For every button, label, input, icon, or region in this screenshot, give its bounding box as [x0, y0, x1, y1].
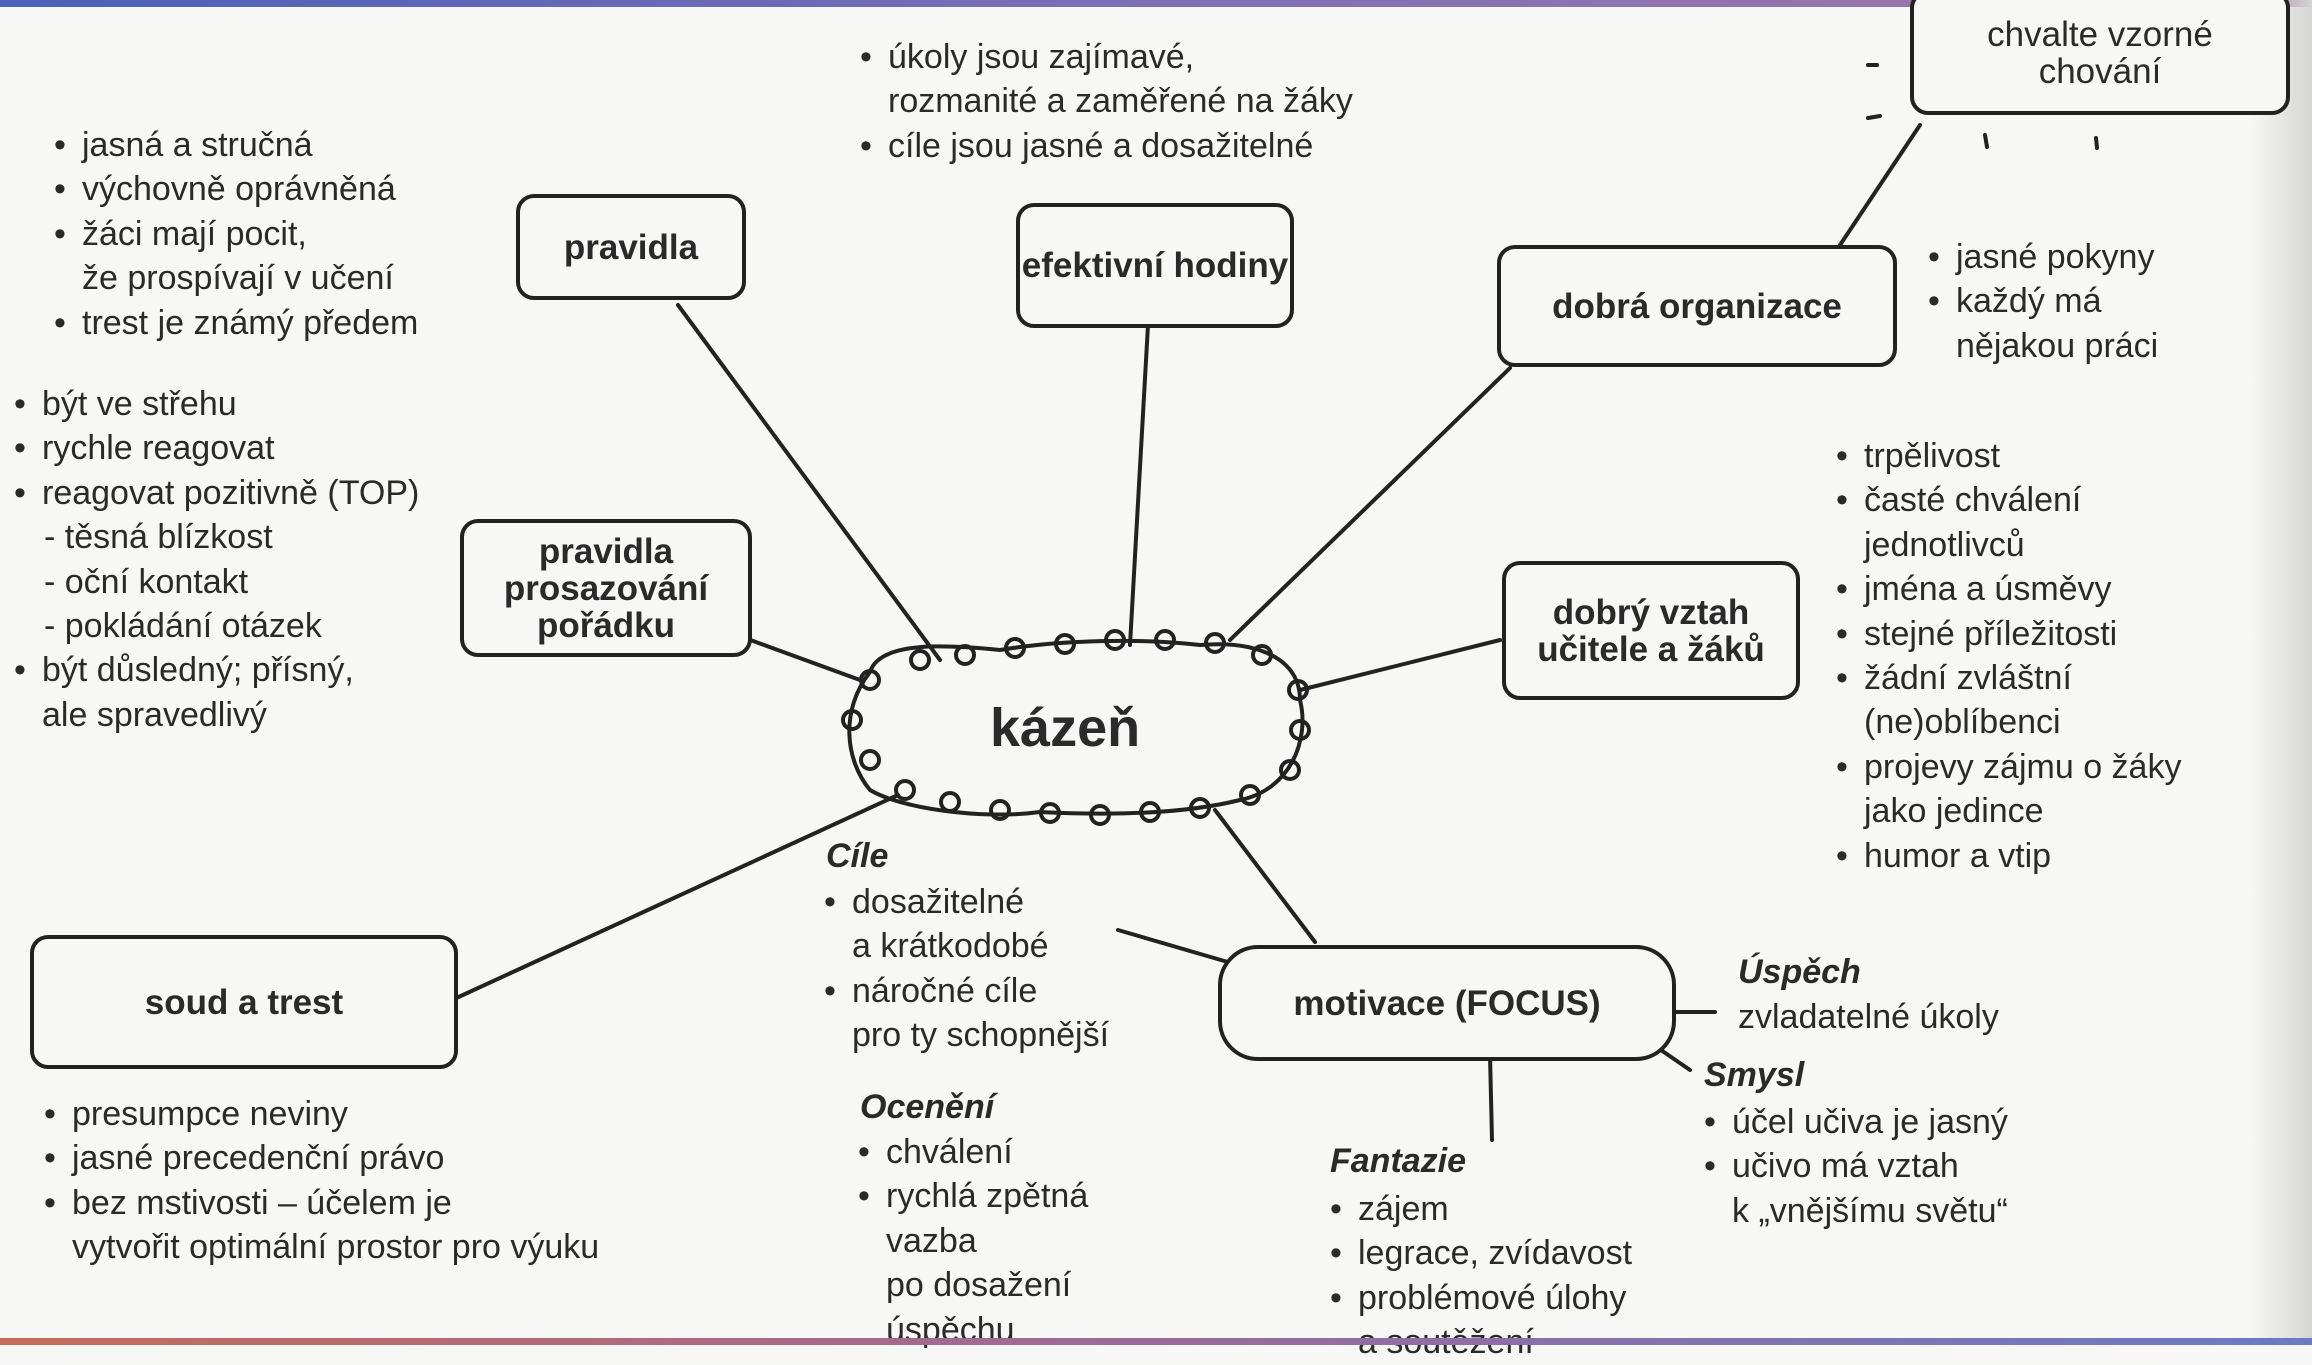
hodiny-list: úkoly jsou zajímavé, rozmanité a zaměřen… [860, 35, 1353, 169]
list-item: účel učiva je jasný [1704, 1100, 2008, 1145]
oceneni-list: chválení rychlá zpětná vazba po dosažení… [858, 1130, 1088, 1352]
poradek-list: být ve střehu rychle reagovat reagovat p… [14, 382, 419, 737]
list-item: - těsná blízkost [44, 518, 273, 557]
top-border [0, 0, 2312, 7]
node-motivace-focus: motivace (FOCUS) [1218, 945, 1676, 1061]
vztah-list: trpělivost časté chválení jednotlivců jm… [1836, 434, 2181, 878]
list-item: trpělivost [1836, 434, 2181, 479]
list-item: být důsledný; přísný, [14, 648, 419, 693]
fantazie-heading: Fantazie [1330, 1142, 1467, 1180]
node-dobra-organizace: dobrá organizace [1497, 245, 1897, 367]
list-item: jasné precedenční právo [44, 1136, 599, 1181]
soud-list: presumpce neviny jasné precedenční právo… [44, 1092, 599, 1270]
list-item: žáci mají pocit, [54, 212, 418, 257]
node-efektivni-hodiny: efektivní hodiny [1016, 203, 1294, 328]
list-item: (ne)oblíbenci [1864, 703, 2061, 742]
center-cloud-curls [841, 629, 1311, 826]
pravidla-list: jasná a stručná výchovně oprávněná žáci … [54, 123, 418, 345]
list-item: presumpce neviny [44, 1092, 599, 1137]
list-item: učivo má vztah [1704, 1144, 2008, 1189]
list-item: jasná a stručná [54, 123, 418, 168]
list-item: žádní zvláštní [1836, 656, 2181, 701]
list-item: vytvořit optimální prostor pro výuku [72, 1228, 600, 1267]
list-item: rozmanité a zaměřené na žáky [888, 82, 1353, 121]
list-item: pro ty schopnější [852, 1016, 1110, 1055]
list-item: chválení [858, 1130, 1088, 1175]
list-item: rychle reagovat [14, 426, 419, 471]
list-item: legrace, zvídavost [1330, 1231, 1632, 1276]
node-chvalte-vzorne-chovani: chvalte vzorné chování [1910, 0, 2290, 115]
list-item: humor a vtip [1836, 834, 2181, 879]
list-item: jednotlivců [1864, 525, 2025, 564]
list-item: náročné cíle [824, 969, 1109, 1014]
node-pravidla: pravidla [516, 194, 746, 300]
list-item: že prospívají v učení [82, 259, 394, 298]
cile-heading: Cíle [826, 837, 889, 875]
list-item: ale spravedlivý [42, 695, 267, 734]
list-item: reagovat pozitivně (TOP) [14, 471, 419, 516]
list-item: zájem [1330, 1187, 1632, 1232]
list-item: stejné příležitosti [1836, 612, 2181, 657]
list-item: cíle jsou jasné a dosažitelné [860, 124, 1353, 169]
center-label: kázeň [990, 698, 1141, 758]
list-item: vazba [886, 1221, 977, 1260]
node-pravidla-prosazovani-poradku: pravidla prosazování pořádku [460, 519, 752, 657]
node-dobry-vztah: dobrý vztah učitele a žáků [1502, 561, 1800, 700]
list-item: rychlá zpětná [858, 1174, 1088, 1219]
uspech-heading: Úspěch [1738, 953, 1861, 991]
list-item: problémové úlohy [1330, 1276, 1632, 1321]
list-item: jména a úsměvy [1836, 567, 2181, 612]
list-item: výchovně oprávněná [54, 167, 418, 212]
list-item: úspěchu [886, 1310, 1015, 1349]
list-item: časté chválení [1836, 478, 2181, 523]
bottom-border [0, 1338, 2312, 1345]
cile-list: dosažitelné a krátkodobé náročné cíle pr… [824, 880, 1109, 1058]
list-item: jasné pokyny [1928, 235, 2158, 280]
list-item: a krátkodobé [852, 927, 1049, 966]
list-item: - pokládání otázek [44, 607, 322, 646]
list-item: být ve střehu [14, 382, 419, 427]
list-item: po dosažení [886, 1266, 1072, 1305]
list-item: k „vnějšímu světu“ [1732, 1191, 2008, 1230]
oceneni-heading: Ocenění [860, 1088, 995, 1126]
list-item: bez mstivosti – účelem je [44, 1181, 599, 1226]
list-item: - oční kontakt [44, 562, 249, 601]
smysl-list: účel učiva je jasný učivo má vztah k „vn… [1704, 1100, 2008, 1233]
organizace-list: jasné pokyny každý má nějakou práci [1928, 235, 2158, 368]
list-item: každý má [1928, 279, 2158, 324]
list-item: nějakou práci [1956, 326, 2159, 365]
list-item: projevy zájmu o žáky [1836, 745, 2181, 790]
smysl-heading: Smysl [1704, 1056, 1805, 1094]
list-item: úkoly jsou zajímavé, [860, 35, 1353, 80]
list-item: dosažitelné [824, 880, 1109, 925]
page-edge-shadow [2250, 0, 2312, 1345]
list-item: jako jedince [1864, 792, 2044, 831]
uspech-text: zvladatelné úkoly [1738, 998, 1999, 1036]
node-soud-a-trest: soud a trest [30, 935, 458, 1069]
list-item: trest je známý předem [54, 301, 418, 346]
